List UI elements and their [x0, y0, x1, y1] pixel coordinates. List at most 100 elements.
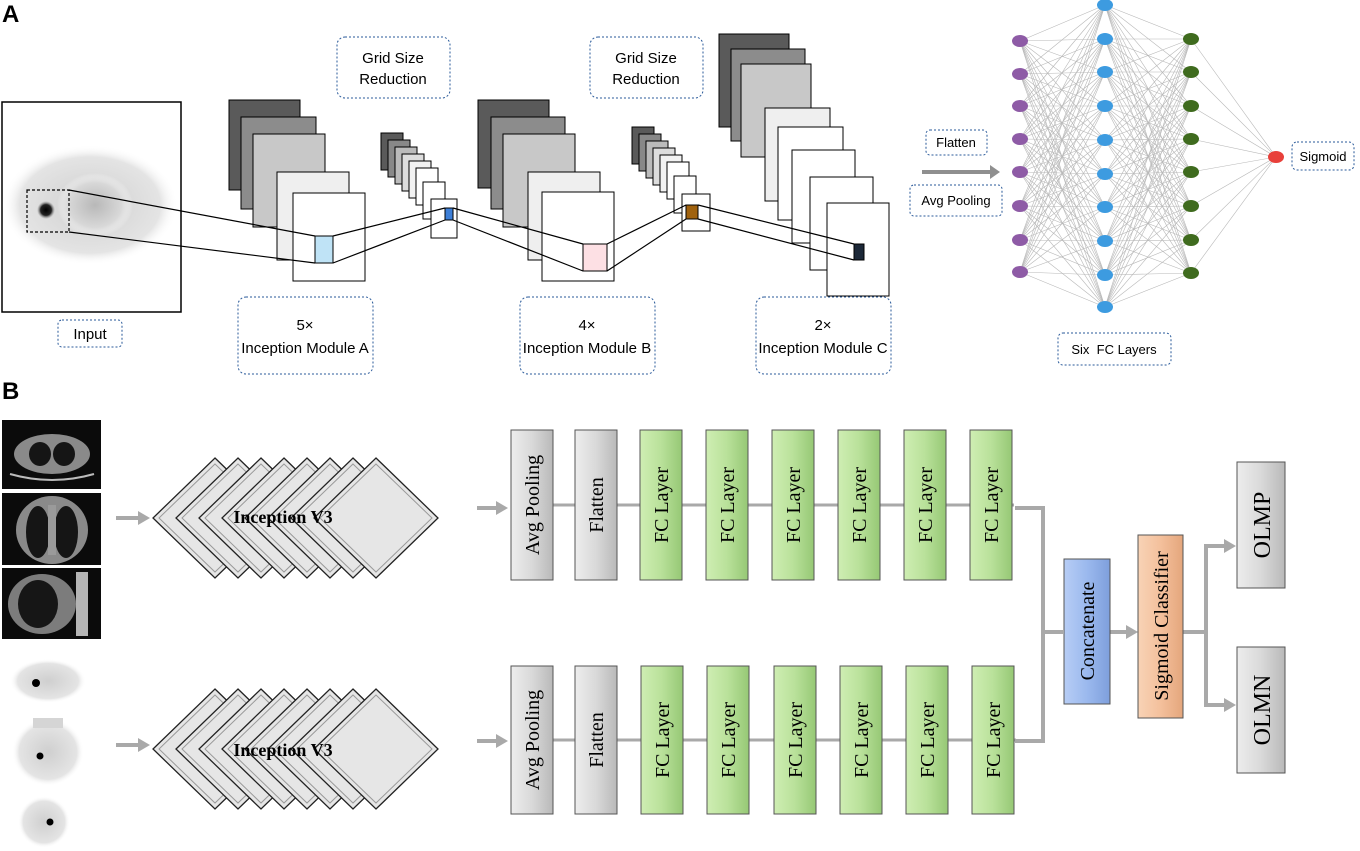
- input-node: [1012, 68, 1028, 80]
- fc-edge: [1104, 4, 1192, 173]
- fc-edge: [1019, 4, 1106, 107]
- fc-edge: [1019, 38, 1106, 273]
- output-layer-node: [1183, 200, 1199, 212]
- fc-layer-block: FC Layer: [640, 665, 684, 815]
- input-label-box: Input: [57, 319, 123, 348]
- block-shape: [705, 429, 749, 581]
- inception-v3-label-pet: Inception V3: [233, 740, 332, 760]
- pet-to-inception-arrowhead: [138, 738, 150, 752]
- module-a-name: Inception Module A: [241, 340, 369, 357]
- avg-pooling-label: Avg Pooling: [522, 690, 544, 790]
- output-layer-node: [1183, 267, 1199, 279]
- input-node: [1012, 133, 1028, 145]
- input-node: [1012, 100, 1028, 112]
- fc-edge: [1104, 138, 1192, 308]
- fc-layer-label: FC Layer: [851, 702, 873, 778]
- concatenate-label: Concatenate: [1077, 581, 1099, 680]
- ct-axial: [2, 420, 101, 489]
- block-shape: [837, 429, 881, 581]
- module-c-patch: [853, 243, 865, 261]
- fc-edge: [1019, 4, 1106, 75]
- fc-edge: [1190, 138, 1277, 158]
- olmp-arrowhead: [1224, 539, 1236, 553]
- fc-layer-label: FC Layer: [718, 702, 740, 778]
- fc-nodes: [1012, 0, 1284, 313]
- six-fc-layers-box: Six FC Layers: [1057, 332, 1172, 366]
- fc-edge: [1104, 38, 1192, 242]
- output-layer-node: [1183, 234, 1199, 246]
- flatten-arrow-head: [990, 165, 1000, 179]
- fc-edge: [1104, 272, 1192, 276]
- avg-pooling-label: Avg Pooling: [921, 193, 990, 208]
- hidden-node: [1097, 201, 1113, 213]
- fc-edges: [1019, 4, 1277, 308]
- fc-edge: [1019, 4, 1106, 207]
- fc-layer-label: FC Layer: [717, 467, 739, 543]
- block-shape: [640, 665, 684, 815]
- inception-layer-bevel: [319, 694, 433, 804]
- fc-edge: [1104, 240, 1192, 274]
- fc-edge: [1019, 240, 1106, 273]
- fc-edge: [1104, 239, 1192, 308]
- fc-layer-label: FC Layer: [983, 702, 1005, 778]
- block-shape: [971, 665, 1015, 815]
- input-crop-box: [26, 189, 70, 233]
- fc-edge: [1019, 105, 1106, 241]
- concat-to-classifier-arrowhead: [1126, 625, 1138, 639]
- pet-axial: [10, 659, 86, 703]
- grid-reduction-1-line2: Reduction: [359, 71, 427, 88]
- fc-layer-label: FC Layer: [917, 702, 939, 778]
- output-layer-node: [1183, 33, 1199, 45]
- fc-edge: [1019, 73, 1106, 107]
- merge-lines: [1015, 506, 1226, 743]
- flatten-label: Flatten: [936, 135, 976, 150]
- sigmoid-label-box: Sigmoid: [1291, 141, 1355, 171]
- fc-edge: [1104, 38, 1192, 308]
- fc-edge: [1019, 73, 1106, 242]
- sigmoid-node: [1268, 151, 1284, 163]
- avg-pooling-label-box: Avg Pooling: [909, 184, 1003, 217]
- fc-edge: [1019, 38, 1106, 42]
- fc-edge: [1104, 38, 1192, 141]
- fc-edge: [1104, 38, 1192, 208]
- output-layer-node: [1183, 66, 1199, 78]
- fc-edge: [1019, 206, 1106, 273]
- fc-layer-block: FC Layer: [839, 665, 883, 815]
- fc-edge: [1019, 73, 1106, 141]
- module-b-stack: [477, 99, 615, 282]
- fc-edge: [1019, 239, 1106, 242]
- fc-layer-block: FC Layer: [773, 665, 817, 815]
- output-layer-node: [1183, 166, 1199, 178]
- inception-v3-label-ct: Inception V3: [233, 507, 332, 527]
- fc-edge: [1019, 239, 1106, 276]
- fc-edge: [1190, 38, 1277, 158]
- block-shape: [574, 429, 618, 581]
- flatten-block: Flatten: [574, 429, 618, 581]
- fc-edge: [1104, 272, 1192, 308]
- pet-thumbnails: [10, 659, 86, 848]
- fc-edge: [1019, 105, 1106, 273]
- module-a-count: 5×: [296, 317, 313, 334]
- fc-edge: [1190, 156, 1277, 173]
- sigmoid-classifier-block: Sigmoid Classifier: [1137, 534, 1184, 719]
- avg-pooling-block: Avg Pooling: [510, 429, 554, 581]
- ct-coronal: [2, 493, 101, 565]
- fc-layer-block: FC Layer: [905, 665, 949, 815]
- fc-edge: [1104, 38, 1192, 175]
- concatenate-block: Concatenate: [1063, 558, 1111, 705]
- fc-edge: [1190, 71, 1277, 158]
- pet-coronal: [12, 718, 84, 786]
- flatten-label: Flatten: [586, 477, 608, 533]
- block-shape: [969, 429, 1013, 581]
- fc-layer-label: FC Layer: [652, 702, 674, 778]
- module-a-label: 5× Inception Module A: [237, 296, 374, 375]
- fc-edge: [1019, 271, 1106, 276]
- module-c-label: 2× Inception Module C: [755, 296, 892, 375]
- output-olmp-label: OLMP: [1250, 492, 1276, 559]
- fc-edge: [1104, 71, 1192, 140]
- hidden-node: [1097, 269, 1113, 281]
- input-label: Input: [73, 326, 107, 343]
